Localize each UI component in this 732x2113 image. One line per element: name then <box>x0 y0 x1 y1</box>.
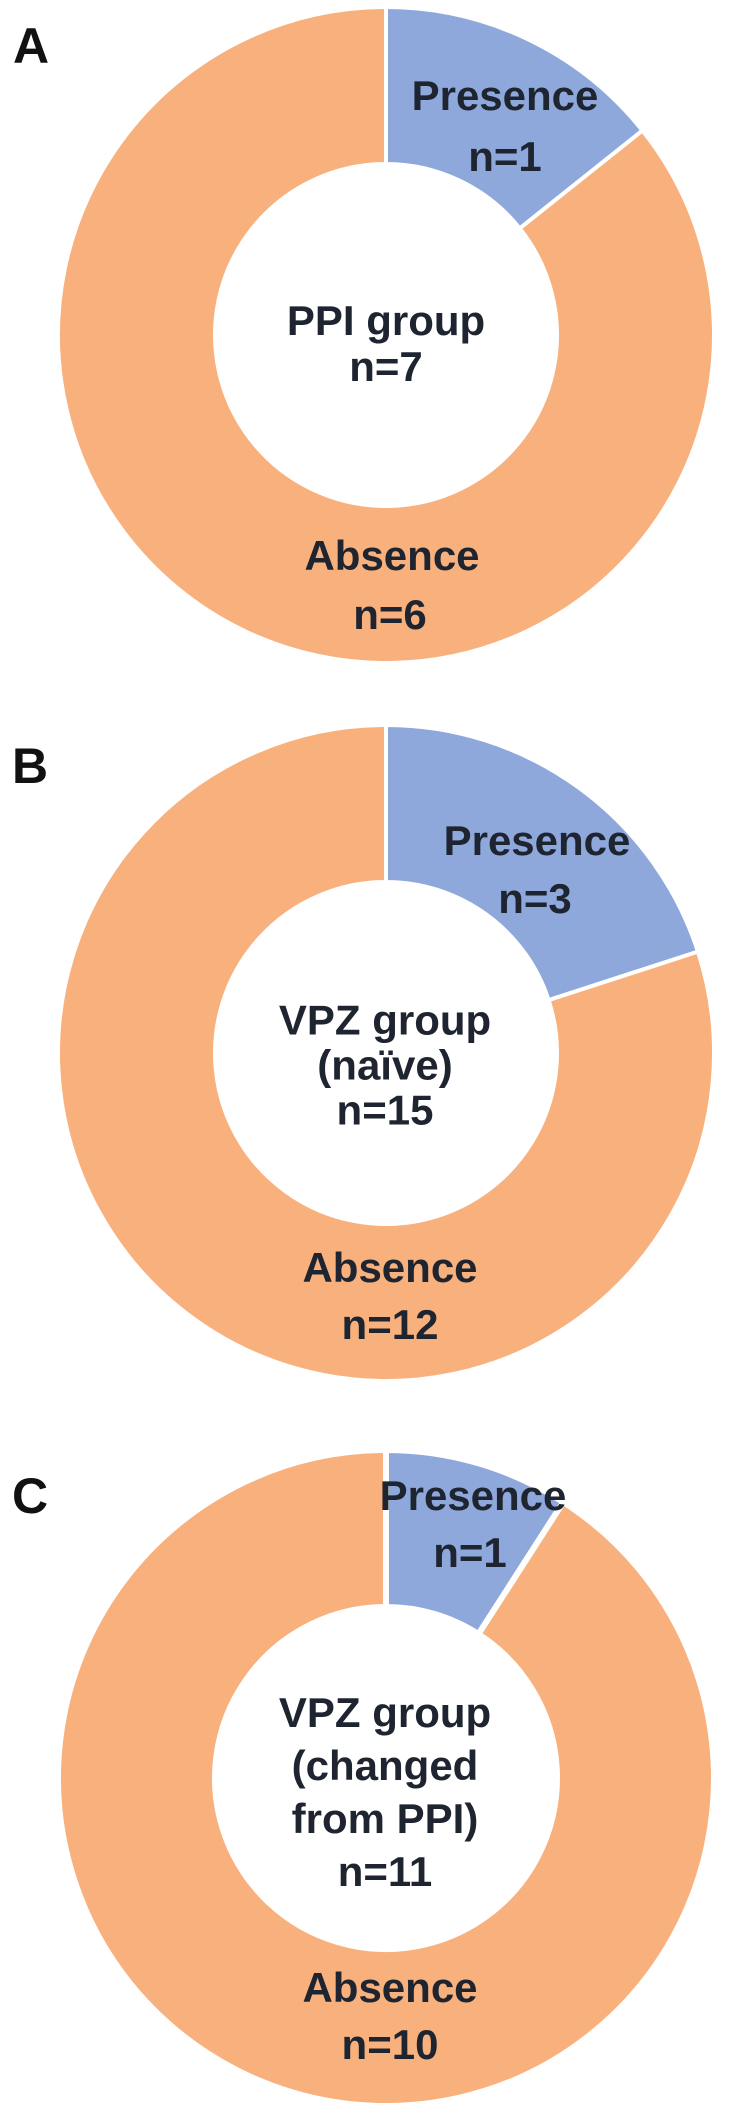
presence-slice-label: Presence <box>443 817 631 864</box>
presence-count-label: n=1 <box>433 1529 507 1576</box>
presence-slice-label: Presence <box>411 72 599 119</box>
donut-chart-c <box>56 1448 716 2108</box>
donut-center-label: VPZ group (naïve) n=15 <box>278 996 492 1134</box>
absence-slice-label: Absence <box>302 1244 478 1291</box>
absence-slice <box>56 1448 716 2108</box>
absence-count-label: n=12 <box>341 1301 439 1348</box>
donut-chart-a <box>56 5 716 665</box>
donut-center-label: VPZ group (changed from PPI) n=11 <box>278 1689 492 1895</box>
presence-slice <box>384 723 700 1003</box>
absence-slice <box>56 5 716 665</box>
panel-letter-c: C <box>12 1468 49 1524</box>
donut-center-label: PPI group n=7 <box>286 297 486 390</box>
absence-count-label: n=6 <box>353 591 427 638</box>
donut-chart-b <box>56 723 716 1383</box>
absence-slice-label: Absence <box>304 532 480 579</box>
absence-count-label: n=10 <box>341 2021 439 2068</box>
panel-letter-a: A <box>13 18 50 74</box>
absence-slice <box>56 723 716 1383</box>
presence-slice-label: Presence <box>379 1472 567 1519</box>
presence-count-label: n=1 <box>468 133 542 180</box>
presence-slice <box>384 5 645 231</box>
absence-slice-label: Absence <box>302 1964 478 2011</box>
presence-count-label: n=3 <box>498 875 572 922</box>
panel-letter-b: B <box>12 738 49 794</box>
